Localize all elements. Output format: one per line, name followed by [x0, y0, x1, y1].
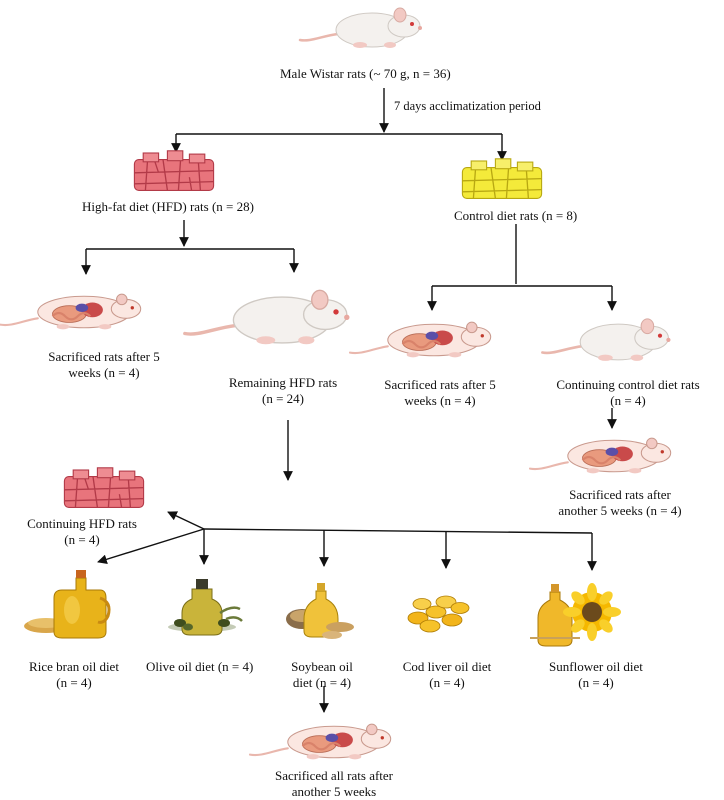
ctrl-sacrificed-line2: weeks (n = 4)	[404, 393, 476, 408]
connectors	[81, 88, 617, 713]
hfd-remaining-label: Remaining HFD rats (n = 24)	[208, 375, 358, 407]
arrow-to-continuing-hfd	[167, 511, 205, 530]
rice-bran-oil-icon	[24, 570, 111, 639]
rice-label: Rice bran oil diet (n = 4)	[14, 659, 134, 691]
hfd-continue-line1: Continuing HFD rats	[27, 516, 137, 531]
final-label: Sacrificed all rats after another 5 week…	[254, 768, 414, 800]
hfd-label: High-fat diet (HFD) rats (n = 28)	[82, 199, 254, 214]
sun-line2: (n = 4)	[578, 675, 614, 690]
white-rat-icon	[298, 6, 424, 50]
rice-line2: (n = 4)	[56, 675, 92, 690]
olive-oil-icon	[168, 579, 243, 636]
hfd-continue-label: Continuing HFD rats (n = 4)	[2, 516, 162, 548]
olive-label: Olive oil diet (n = 4)	[146, 659, 254, 674]
ctrl-continue-line2: (n = 4)	[610, 393, 646, 408]
sun-line1: Sunflower oil diet	[549, 659, 643, 674]
rice-line1: Rice bran oil diet	[29, 659, 119, 674]
dissected-rat-icon	[248, 723, 392, 761]
soy-label: Soybean oil diet (n = 4)	[274, 659, 370, 691]
high-fat-food-icon	[133, 150, 215, 192]
cod-line1: Cod liver oil diet	[402, 659, 492, 674]
dissected-rat-icon	[0, 293, 142, 331]
ctrl-sacrificed-label: Sacrificed rats after 5 weeks (n = 4)	[366, 377, 514, 409]
control-pellets-icon	[461, 158, 543, 200]
ctrl-final-line2: another 5 weeks (n = 4)	[558, 503, 682, 518]
ctrl-continue-label: Continuing control diet rats (n = 4)	[540, 377, 716, 409]
ctrl-final-label: Sacrificed rats after another 5 weeks (n…	[540, 487, 700, 519]
hfd-remaining-line2: (n = 24)	[262, 391, 304, 406]
acclimatization-label: 7 days acclimatization period	[394, 99, 541, 113]
start-label: Male Wistar rats (~ 70 g, n = 36)	[280, 66, 451, 81]
sun-label: Sunflower oil diet (n = 4)	[534, 659, 658, 691]
final-line1: Sacrificed all rats after	[274, 768, 393, 783]
cod-liver-oil-capsules-icon	[407, 595, 470, 633]
ctrl-sacrificed-line1: Sacrificed rats after 5	[384, 377, 496, 392]
oil-branch-bar	[203, 528, 593, 534]
high-fat-food-icon	[63, 467, 145, 509]
dissected-rat-icon	[528, 437, 672, 475]
hfd-sacrificed-line2: weeks (n = 4)	[68, 365, 140, 380]
hfd-continue-line2: (n = 4)	[64, 532, 100, 547]
hfd-remaining-line1: Remaining HFD rats	[228, 375, 338, 390]
white-rat-icon	[541, 317, 672, 363]
soy-line1: Soybean oil	[291, 659, 353, 674]
arrow-to-rice	[97, 528, 205, 565]
ctrl-continue-line1: Continuing control diet rats	[556, 377, 700, 392]
final-line2: another 5 weeks	[291, 784, 377, 799]
hfd-sacrificed-label: Sacrificed rats after 5 weeks (n = 4)	[30, 349, 178, 381]
cod-label: Cod liver oil diet (n = 4)	[390, 659, 504, 691]
sunflower-oil-icon	[530, 583, 621, 647]
white-rat-icon	[183, 288, 352, 346]
dissected-rat-icon	[348, 321, 492, 359]
soybean-oil-icon	[286, 583, 354, 639]
hfd-sacrificed-line1: Sacrificed rats after 5	[48, 349, 160, 364]
ctrl-final-line1: Sacrificed rats after	[569, 487, 671, 502]
soy-line2: diet (n = 4)	[292, 675, 352, 690]
cod-line2: (n = 4)	[429, 675, 465, 690]
control-label: Control diet rats (n = 8)	[454, 208, 578, 223]
